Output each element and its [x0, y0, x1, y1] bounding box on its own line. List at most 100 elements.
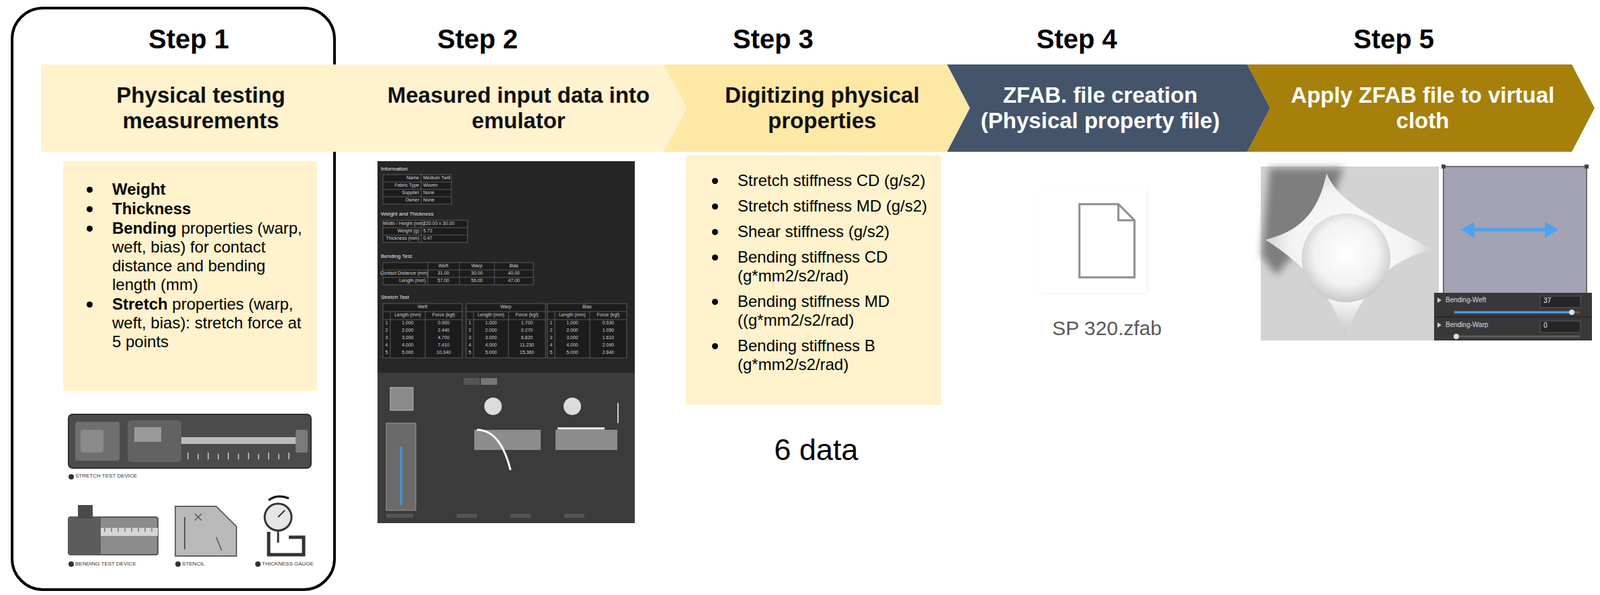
label-text: 5: [466, 349, 474, 356]
chevron-fill: [336, 64, 687, 152]
bullet-text: Bending stiffness MD ((g*mm2/s2/rad): [737, 292, 890, 330]
bullet-text: Stretch stiffness MD (g/s2): [737, 196, 927, 215]
label-text: 2.090: [589, 342, 627, 348]
label-text: 1.610: [589, 335, 627, 341]
label-text: Stretch Test: [380, 294, 482, 301]
bullet-item: Shear stiffness (g/s2): [712, 222, 932, 242]
bullet-list-box: Stretch stiffness CD (g/s2) Stretch stiff…: [685, 155, 942, 406]
bullet-text: Stretch stiffness CD (g/s2): [737, 171, 926, 190]
label-text: 5: [382, 349, 391, 356]
step-title: Measured input data into emulator: [380, 64, 657, 152]
label-text: Fabric Type: [382, 182, 420, 189]
label-text: 11.230: [508, 342, 546, 348]
emulator-screenshot: [377, 161, 635, 524]
label-text: 3: [466, 335, 474, 341]
label-text: Length (mm): [390, 312, 426, 318]
bullet-list-box: WeightThicknessBending properties (warp,…: [63, 161, 318, 391]
label-text: 1.700: [508, 320, 546, 326]
label-text: Warp: [462, 263, 492, 269]
step-heading: Step 1: [87, 13, 290, 65]
cloth-render: [1260, 166, 1439, 341]
label-text: Bending-Warp: [1445, 321, 1533, 330]
label-text: 0.900: [425, 320, 463, 326]
label-text: 2.000: [390, 327, 426, 334]
label-text: Bending-Weft: [1445, 296, 1533, 305]
step-title: ZFAB. file creation (Physical property f…: [965, 64, 1235, 152]
label-text: SP 320.zfab: [1026, 316, 1188, 341]
step-heading: Step 4: [975, 13, 1178, 65]
bullet-text: Shear stiffness (g/s2): [737, 222, 890, 241]
label-text: 5.72: [423, 228, 468, 234]
label-text: 4.700: [425, 335, 463, 341]
bullet-item: Bending stiffness CD (g*mm2/s2/rad): [712, 247, 932, 286]
label-text: 0.530: [589, 320, 627, 326]
label-text: 6 data: [715, 431, 917, 469]
label-text: 3.000: [554, 335, 590, 341]
label-text: 0: [1543, 321, 1578, 330]
label-text: 2.840: [589, 349, 627, 356]
label-text: 40.00: [499, 270, 529, 277]
step-title: Digitizing physical properties: [697, 64, 947, 152]
bullet-dot: [712, 203, 719, 210]
label-text: 4: [382, 342, 391, 348]
label-text: 30.00: [462, 270, 492, 277]
label-text: 4: [466, 342, 474, 348]
label-text: 15.360: [508, 349, 546, 356]
label-text: Name: [382, 175, 420, 181]
thickness-gauge: [255, 496, 304, 567]
file-icon: [1038, 185, 1148, 295]
label-text: 5.000: [473, 349, 509, 356]
label-text: 47.00: [499, 278, 529, 284]
bullet-item: Weight: [86, 180, 308, 199]
step-title-text: Digitizing physical properties: [697, 82, 947, 134]
step-chevron: Step 5Apply ZFAB file to virtual cloth: [1247, 13, 1595, 152]
label-text: Medium Twill: [423, 175, 452, 181]
label-text: 4: [547, 342, 555, 348]
bullet-item: Stretch stiffness CD (g/s2): [712, 171, 932, 191]
step-chevron: Step 2 Measured input data into emulator: [336, 13, 687, 152]
label-text: Weight and Thickness: [380, 210, 482, 218]
bullet-dot: [86, 206, 93, 213]
label-text: STENCIL: [182, 560, 243, 568]
label-text: Length (mm): [473, 312, 509, 318]
label-text: 3: [382, 335, 391, 341]
label-text: 1.000: [473, 320, 509, 326]
stencil: [175, 506, 237, 567]
label-text: Weight (g): [382, 228, 420, 234]
label-text: 37: [1543, 296, 1578, 305]
label-text: 4.000: [390, 342, 426, 348]
bullet-dot: [712, 178, 719, 185]
label-text: Information: [380, 165, 462, 173]
label-text: None: [423, 190, 452, 196]
label-text: 5.000: [390, 349, 426, 356]
label-text: 1: [466, 320, 474, 326]
label-text: Warp: [466, 304, 546, 310]
bullet-dot: [712, 254, 719, 261]
label-text: BENDING TEST DEVICE: [75, 560, 170, 568]
bullet-text: Bending stiffness CD (g*mm2/s2/rad): [737, 247, 888, 285]
label-text: 5: [547, 349, 555, 356]
label-text: 31.00: [428, 270, 459, 277]
step-chevron: Step 4 ZFAB. file creation (Physical prop…: [947, 13, 1271, 152]
label-text: 10.340: [425, 349, 463, 356]
label-text: 0.47: [423, 235, 468, 242]
step-heading: Step 2: [376, 13, 579, 65]
bullet-dot: [712, 298, 719, 305]
chevron-fill: [947, 64, 1271, 152]
label-text: 1: [547, 320, 555, 326]
label-text: Bias: [547, 304, 627, 310]
bullet-item: Bending stiffness B (g*mm2/s2/rad): [712, 336, 932, 375]
step-title-text: Measured input data into emulator: [380, 82, 657, 134]
stretch-test-device: [68, 414, 311, 480]
step-heading: Step 5: [1293, 13, 1495, 65]
label-text: Length (mm): [554, 312, 590, 318]
label-text: Bias: [499, 263, 529, 269]
step-title-text: Physical testing measurements: [73, 82, 329, 134]
label-text: 2: [547, 327, 555, 334]
step-title: Apply ZFAB file to virtual cloth: [1281, 64, 1564, 152]
bullet-item: Thickness: [86, 199, 308, 219]
label-text: Length (mm): [380, 278, 426, 284]
label-text: 6.820: [508, 335, 546, 341]
step-title-text: ZFAB. file creation (Physical property f…: [965, 82, 1235, 134]
